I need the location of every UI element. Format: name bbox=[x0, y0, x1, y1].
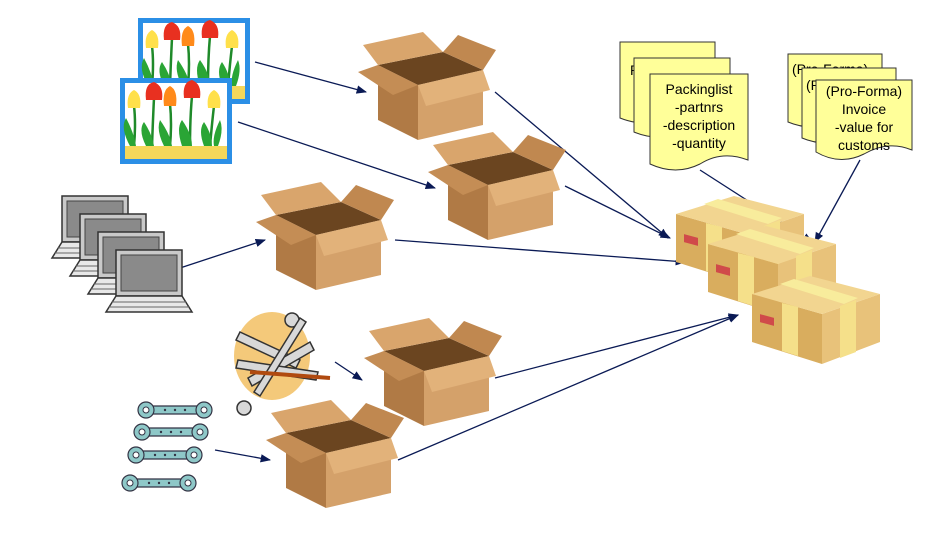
arrow-invoice-to-parcels bbox=[814, 159, 861, 243]
wrench-icon bbox=[133, 423, 209, 441]
laptop-stack-icon bbox=[51, 195, 193, 313]
invoice-line: (Pro-Forma) bbox=[826, 83, 902, 99]
arrow-box3-to-parcels bbox=[394, 239, 687, 266]
open-box-icon bbox=[266, 400, 404, 508]
wrench-icon bbox=[137, 401, 213, 419]
packing-list-line: -partnrs bbox=[675, 99, 723, 115]
wrench-icon bbox=[121, 474, 197, 492]
arrow-tulip1-to-box1 bbox=[254, 61, 368, 94]
invoice-line: customs bbox=[838, 137, 890, 153]
arrow-wrenches-to-box5 bbox=[214, 449, 272, 463]
arrow-box5-to-parcels bbox=[397, 314, 739, 461]
invoice-document: (Pro-Forma) (Pro-Forma) (Pro-Forma) Invo… bbox=[787, 53, 913, 160]
open-box-icon bbox=[358, 32, 496, 140]
arrow-laptops-to-box3 bbox=[179, 238, 266, 269]
packing-list-document: P Packinglist -partnrs -description -qua… bbox=[619, 41, 749, 171]
packing-list-line: -description bbox=[663, 117, 735, 133]
tools-icon bbox=[234, 312, 331, 416]
open-box-icon bbox=[428, 132, 566, 240]
open-box-icon bbox=[364, 318, 502, 426]
invoice-line: Invoice bbox=[842, 101, 887, 117]
wrench-icon bbox=[127, 446, 203, 464]
packing-list-line: -quantity bbox=[672, 135, 726, 151]
arrow-tulip2-to-box2 bbox=[237, 121, 436, 189]
arrow-box4-to-parcels bbox=[494, 313, 740, 379]
packing-list-line: Packinglist bbox=[666, 81, 733, 97]
arrow-box2-to-parcels bbox=[564, 185, 671, 239]
arrow-box1-to-parcels bbox=[494, 91, 669, 239]
parcel-icon bbox=[752, 276, 880, 364]
open-box-icon bbox=[256, 182, 394, 290]
arrow-tools-to-box4 bbox=[334, 361, 363, 381]
flow-arrows bbox=[179, 61, 861, 463]
tulip-picture-icon bbox=[118, 76, 234, 166]
invoice-line: -value for bbox=[835, 119, 894, 135]
